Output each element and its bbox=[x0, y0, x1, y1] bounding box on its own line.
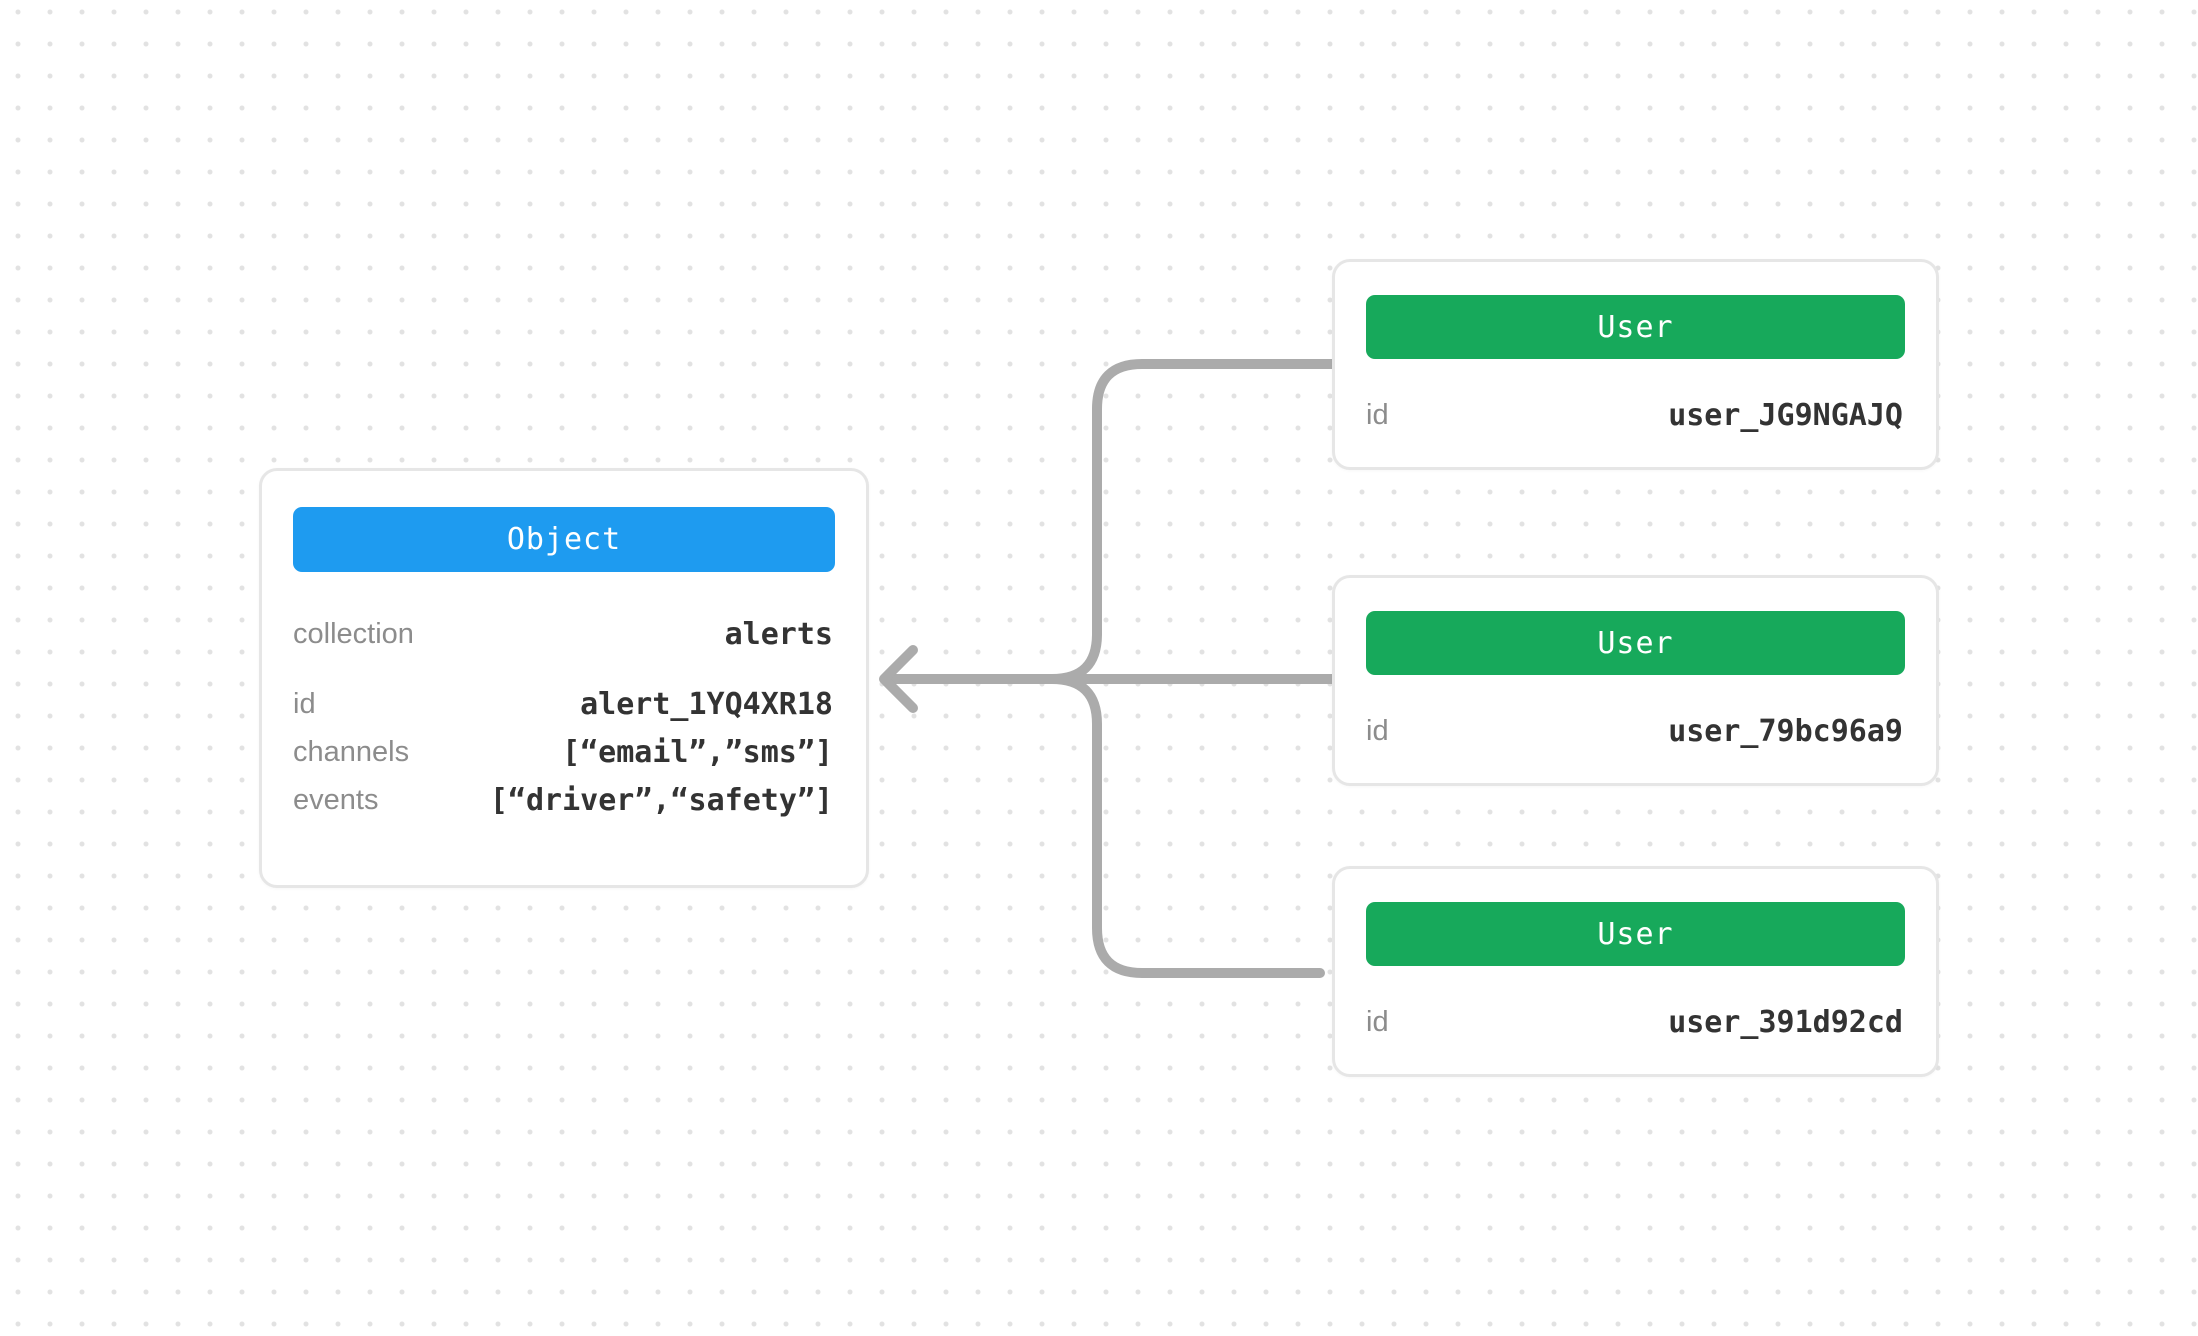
user-card-header: User bbox=[1366, 295, 1905, 359]
field-row-id: id user_JG9NGAJQ bbox=[1366, 397, 1903, 433]
user-card-header: User bbox=[1366, 611, 1905, 675]
user-card[interactable]: User id user_391d92cd bbox=[1332, 866, 1939, 1077]
field-value: alert_1YQ4XR18 bbox=[580, 686, 833, 722]
field-label: id bbox=[1366, 714, 1389, 747]
user-card[interactable]: User id user_JG9NGAJQ bbox=[1332, 259, 1939, 470]
field-row-collection: collection alerts bbox=[293, 616, 833, 652]
field-value: alerts bbox=[724, 616, 833, 652]
field-row-channels: channels [“email”,”sms”] bbox=[293, 734, 833, 770]
field-value: [“driver”,“safety”] bbox=[489, 782, 833, 818]
field-value: user_JG9NGAJQ bbox=[1668, 397, 1903, 433]
arrowhead-icon bbox=[879, 645, 918, 713]
field-value: [“email”,”sms”] bbox=[562, 734, 833, 770]
field-row-id: id user_79bc96a9 bbox=[1366, 713, 1903, 749]
field-row-id: id alert_1YQ4XR18 bbox=[293, 686, 833, 722]
object-card-header: Object bbox=[293, 507, 835, 572]
user-card[interactable]: User id user_79bc96a9 bbox=[1332, 575, 1939, 786]
user-card-header: User bbox=[1366, 902, 1905, 966]
field-value: user_391d92cd bbox=[1668, 1004, 1903, 1040]
field-row-events: events [“driver”,“safety”] bbox=[293, 782, 833, 818]
field-label: id bbox=[1366, 1005, 1389, 1038]
field-label: id bbox=[1366, 398, 1389, 431]
field-label: channels bbox=[293, 735, 410, 768]
object-card[interactable]: Object collection alerts id alert_1YQ4XR… bbox=[259, 468, 869, 888]
connector-edge-top bbox=[1047, 359, 1337, 684]
field-value: user_79bc96a9 bbox=[1668, 713, 1903, 749]
field-row-id: id user_391d92cd bbox=[1366, 1004, 1903, 1040]
field-label: events bbox=[293, 783, 379, 816]
field-label: collection bbox=[293, 617, 414, 650]
connector-edge-bottom bbox=[1047, 674, 1325, 978]
field-label: id bbox=[293, 687, 316, 720]
